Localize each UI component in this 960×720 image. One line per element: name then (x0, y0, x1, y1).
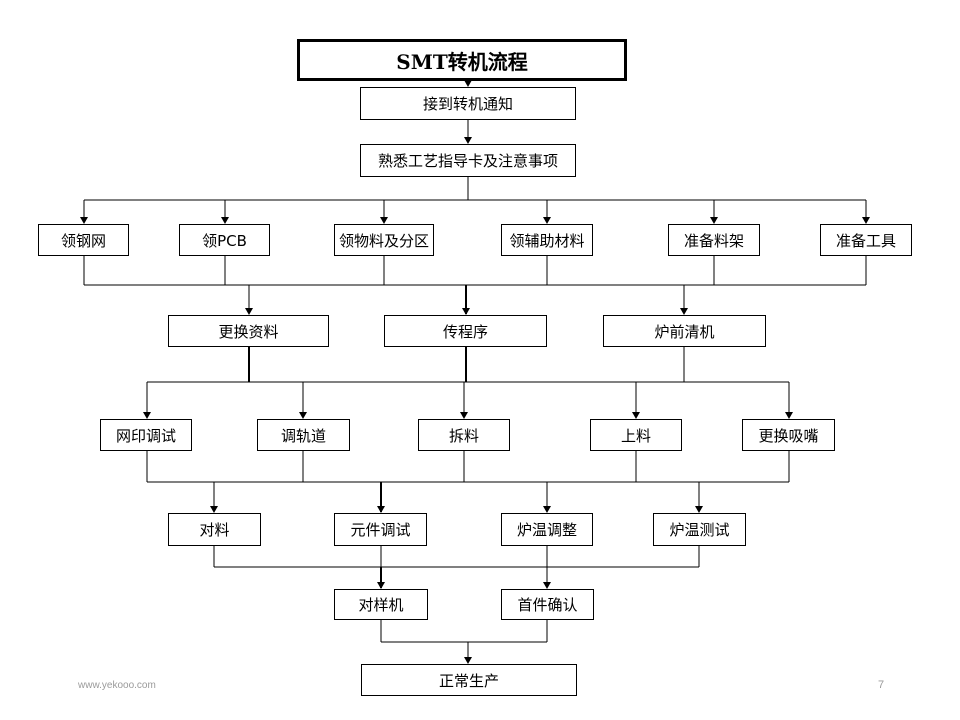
diagram-title: SMT转机流程 (297, 39, 627, 81)
node-prep-tools: 准备工具 (820, 224, 912, 256)
node-rail-adjust: 调轨道 (257, 419, 350, 451)
node-get-aux: 领辅助材料 (501, 224, 593, 256)
node-change-nozzle: 更换吸嘴 (742, 419, 835, 451)
page-number: 7 (878, 679, 885, 691)
node-get-stencil: 领钢网 (38, 224, 129, 256)
node-sample-check: 对样机 (334, 589, 428, 620)
node-print-adjust: 网印调试 (100, 419, 192, 451)
node-component-adjust: 元件调试 (334, 513, 427, 546)
node-prep-rack: 准备料架 (668, 224, 760, 256)
node-clean-oven: 炉前清机 (603, 315, 766, 347)
node-oven-temp-adjust: 炉温调整 (501, 513, 593, 546)
node-get-materials: 领物料及分区 (334, 224, 434, 256)
node-first-article: 首件确认 (501, 589, 594, 620)
node-production: 正常生产 (361, 664, 577, 696)
footer-url: www.yekooo.com (78, 680, 156, 691)
node-load: 上料 (590, 419, 682, 451)
node-familiarize: 熟悉工艺指导卡及注意事项 (360, 144, 576, 177)
node-change-data: 更换资料 (168, 315, 329, 347)
node-check-material: 对料 (168, 513, 261, 546)
node-oven-temp-test: 炉温测试 (653, 513, 746, 546)
node-get-pcb: 领PCB (179, 224, 270, 256)
node-transfer-program: 传程序 (384, 315, 547, 347)
node-unload: 拆料 (418, 419, 510, 451)
node-receive-notice: 接到转机通知 (360, 87, 576, 120)
